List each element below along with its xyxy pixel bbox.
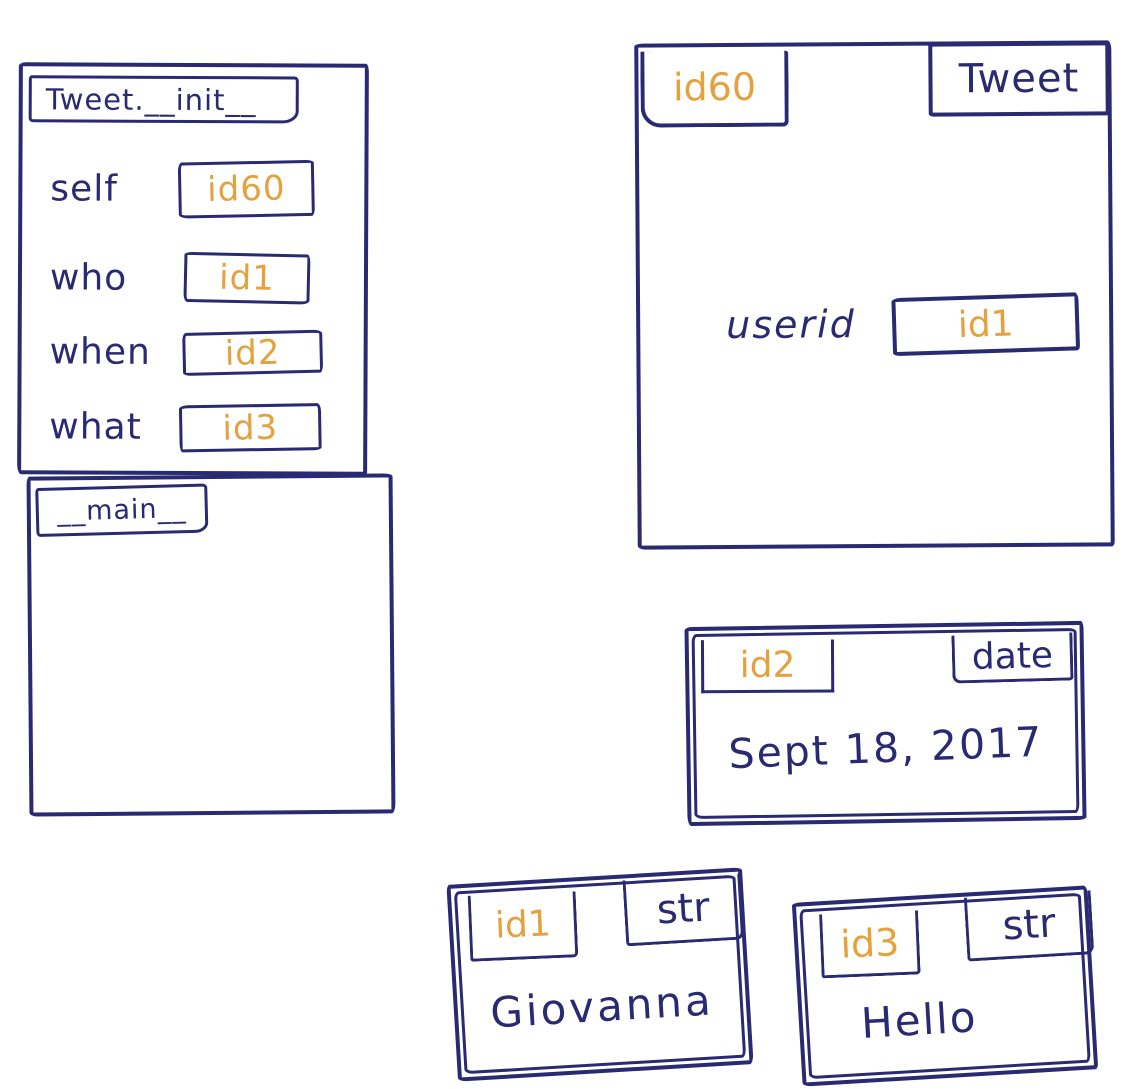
object-str-id1-type-tab: str: [622, 873, 745, 947]
object-date-type: date: [971, 634, 1054, 679]
object-str-id1-id: id1: [494, 903, 552, 947]
binding-row-self: self id60: [50, 159, 350, 219]
attribute-reference-box-userid: id1: [891, 292, 1081, 357]
object-str-id3-id-tag: id3: [819, 910, 921, 979]
frame-tweet-init-tab: Tweet.__init__: [28, 75, 299, 124]
object-tweet-type-tab: Tweet: [928, 41, 1110, 117]
reference-value-who: id1: [218, 257, 276, 299]
object-str-id1-type: str: [655, 883, 712, 933]
object-tweet-type: Tweet: [958, 55, 1080, 103]
frame-main-title: __main__: [56, 493, 187, 528]
attribute-name-userid: userid: [726, 302, 856, 348]
reference-value-what: id3: [222, 407, 279, 449]
variable-name-who: who: [49, 256, 128, 299]
reference-box-what: id3: [178, 403, 322, 453]
frame-main: __main__: [26, 473, 396, 817]
object-str-id3-value: Hello: [859, 992, 979, 1048]
reference-box-when: id2: [182, 329, 324, 376]
object-tweet-id: id60: [672, 64, 757, 110]
reference-value-when: id2: [224, 332, 281, 374]
frame-tweet-init-bindings: self id60 who id1 when id2 what id3: [49, 159, 350, 453]
binding-row-who: who id1: [49, 251, 350, 305]
object-tweet-id-tag: id60: [640, 50, 789, 128]
object-str-id3-type-tab: str: [963, 890, 1095, 962]
frame-main-tab: __main__: [35, 483, 209, 538]
object-date-value: Sept 18, 2017: [727, 717, 1045, 779]
reference-box-self: id60: [177, 159, 315, 219]
object-date-id: id2: [739, 644, 796, 686]
object-date-id-tag: id2: [700, 639, 835, 694]
binding-row-what: what id3: [49, 403, 349, 453]
object-date-id2: id2 date Sept 18, 2017: [684, 620, 1087, 827]
object-str-id1: id1 str Giovanna: [446, 867, 754, 1082]
variable-name-what: what: [49, 406, 142, 448]
attribute-reference-userid: id1: [957, 302, 1015, 346]
object-str-id3-type: str: [1001, 899, 1057, 949]
object-str-id3-id: id3: [839, 919, 901, 967]
binding-row-when: when id2: [49, 329, 350, 376]
frame-tweet-init: Tweet.__init__ self id60 who id1 when id…: [17, 62, 369, 476]
reference-value-self: id60: [206, 168, 286, 211]
object-str-id3: id3 str Hello: [791, 885, 1099, 1087]
reference-box-who: id1: [183, 251, 311, 305]
object-str-id1-value: Giovanna: [488, 975, 715, 1038]
object-str-id1-id-tag: id1: [467, 891, 579, 962]
object-tweet-id60: id60 Tweet userid id1: [634, 40, 1115, 550]
variable-name-self: self: [50, 167, 119, 210]
variable-name-when: when: [49, 331, 151, 373]
frame-tweet-init-title: Tweet.__init__: [45, 81, 257, 117]
object-date-type-tab: date: [951, 632, 1074, 684]
